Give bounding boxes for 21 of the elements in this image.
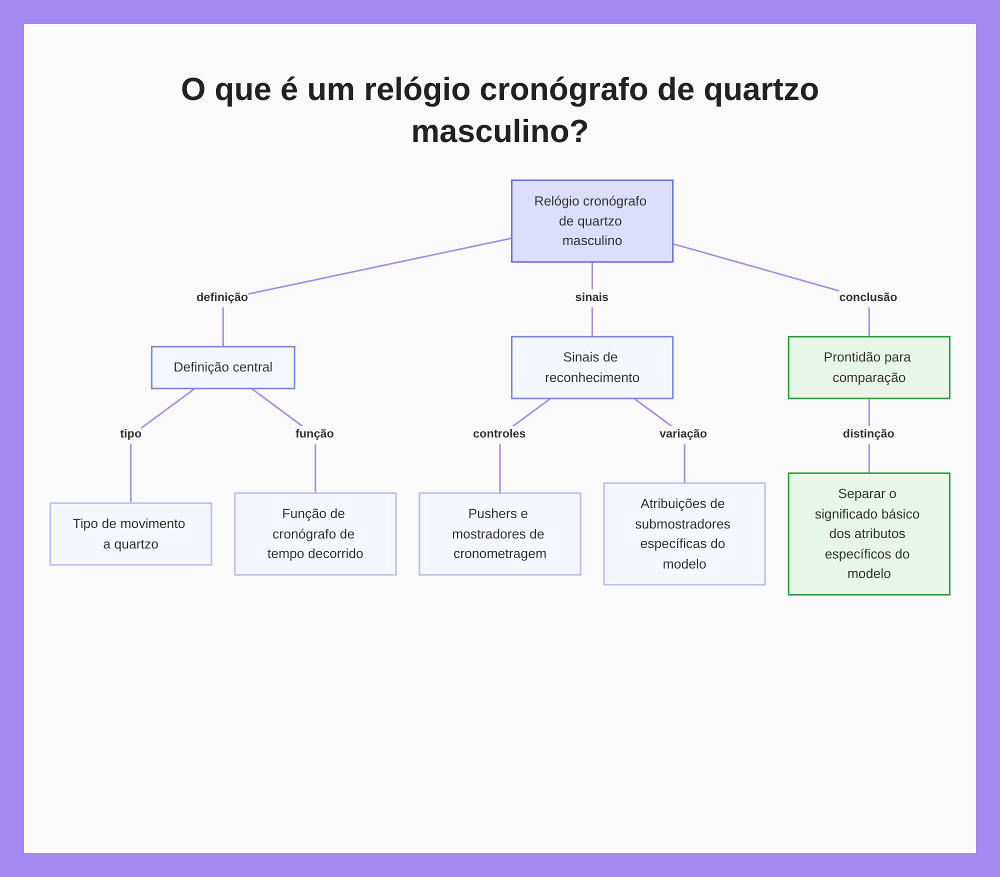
connector	[130, 388, 196, 504]
edge-label: função	[295, 427, 334, 441]
node-box	[150, 346, 296, 390]
node-box	[234, 492, 397, 576]
edge-label: conclusão	[839, 290, 898, 304]
title: O que é um relógio cronógrafo de quartzo masculino?	[180, 70, 820, 151]
connector	[222, 237, 512, 347]
edge-label: variação	[659, 427, 708, 441]
edge-label: distinção	[842, 427, 894, 441]
edge-label: sinais	[575, 290, 609, 304]
node-box	[510, 179, 674, 263]
node-box	[788, 336, 951, 400]
node-box	[603, 482, 766, 586]
node-box	[418, 492, 582, 576]
edge-label: controles	[473, 427, 526, 441]
edge-label: definição	[196, 290, 248, 304]
edge-label: tipo	[120, 427, 142, 441]
node-box	[49, 502, 212, 566]
panel-background: O que é um relógio cronógrafo de quartzo masculino? definição sinais conclusão tipo função controles variação distinção Relógio cronógrafo de quartzo masculino Definição central Sinais de reconhecimento Prontidão para comparação Tipo de movimento a quartzo Função de cronógrafo de tempo decorrido Pushers e mostradores de cronometragem Atribuições de submostradores específicas do modelo Separar o significado básico dos atributos específicos do modelo	[24, 24, 976, 853]
node-box	[788, 472, 951, 596]
node-box	[510, 336, 674, 400]
